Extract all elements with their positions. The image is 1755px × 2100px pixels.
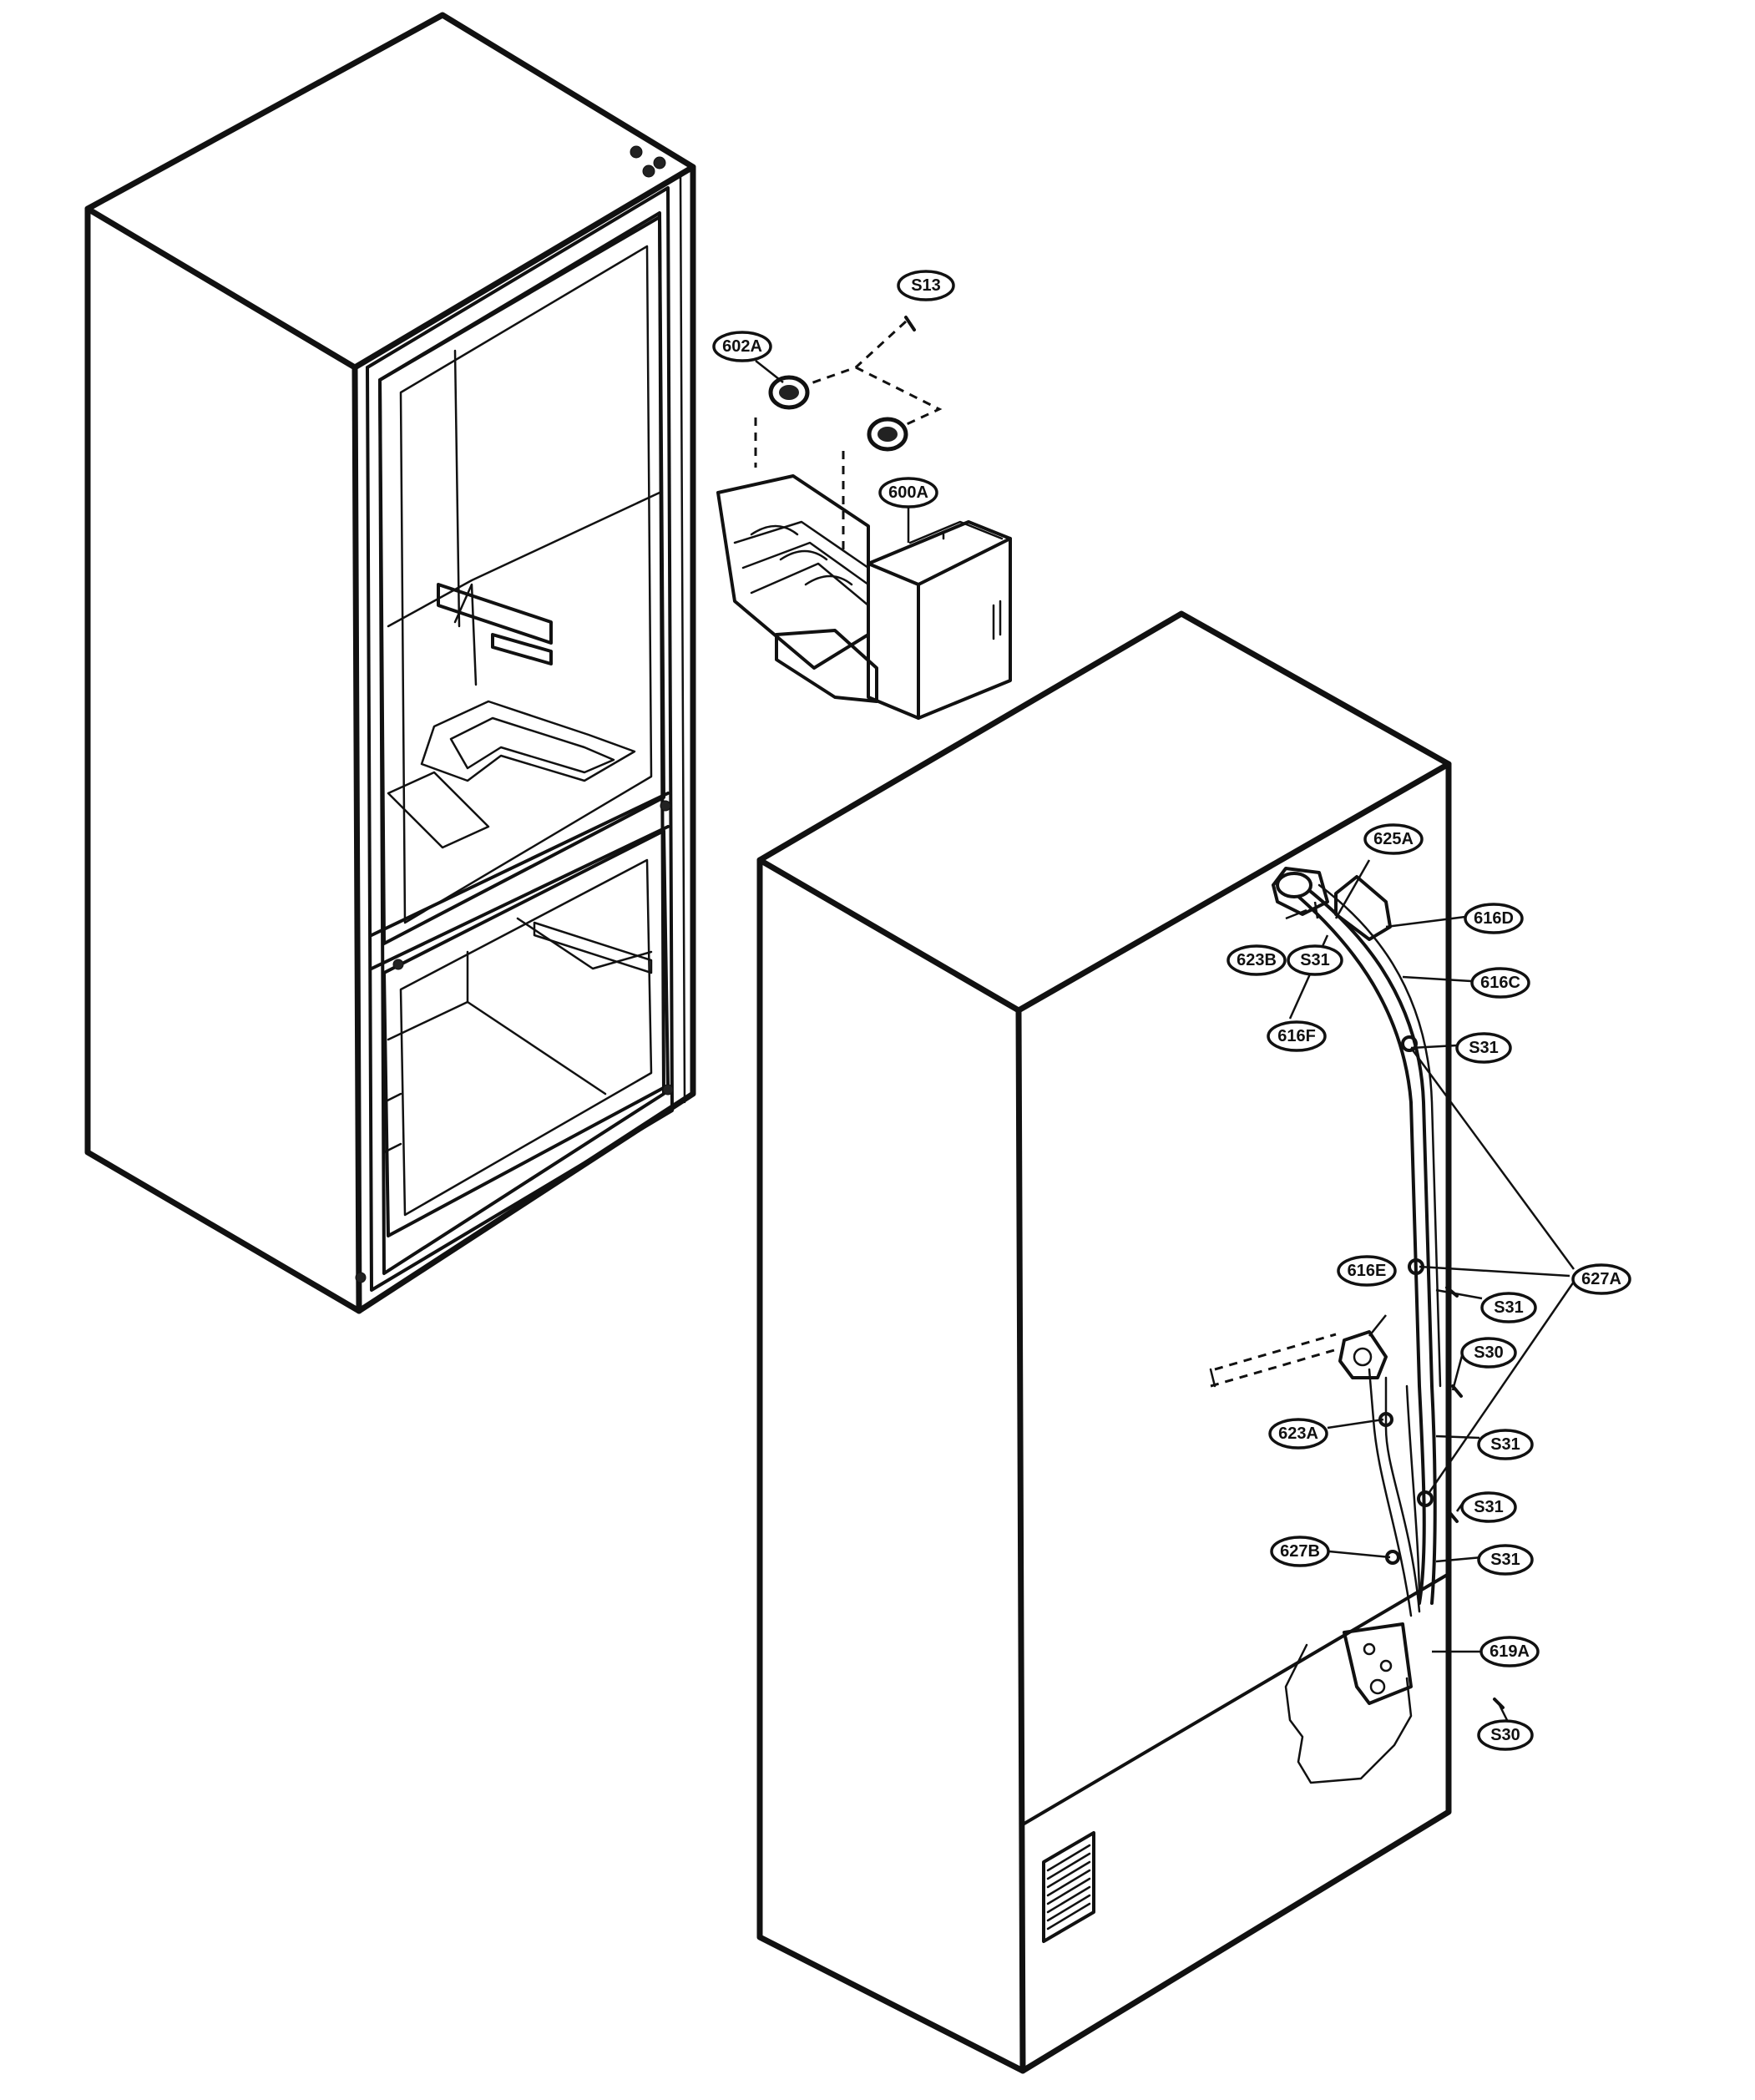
- callout-label: 616F: [1277, 1027, 1316, 1045]
- callout-616E: 616E: [1337, 1255, 1397, 1287]
- callout-627B: 627B: [1270, 1536, 1330, 1567]
- callout-label: S31: [1490, 1551, 1520, 1569]
- callout-label: S31: [1490, 1435, 1520, 1454]
- callout-600A: 600A: [878, 477, 938, 509]
- callout-S31: S31: [1455, 1032, 1512, 1064]
- callout-label: 627A: [1581, 1270, 1621, 1288]
- callout-label: 623B: [1237, 951, 1277, 969]
- callout-label: 623A: [1278, 1424, 1318, 1443]
- callout-label: 627B: [1280, 1542, 1320, 1561]
- callout-label: S31: [1300, 951, 1330, 969]
- screw-dots: [355, 145, 674, 1283]
- bushing: [768, 375, 810, 410]
- vent-grille: [1042, 1831, 1095, 1943]
- callout-627A: 627A: [1571, 1263, 1631, 1295]
- callout-label: 616D: [1474, 909, 1514, 928]
- callout-623A: 623A: [1268, 1418, 1328, 1450]
- bushing: [867, 417, 908, 452]
- cabinet-rear: [756, 610, 1505, 2074]
- callout-S31: S31: [1477, 1429, 1534, 1460]
- inlet-fitting: [1272, 867, 1329, 916]
- callout-616D: 616D: [1464, 903, 1524, 934]
- callout-label: 625A: [1373, 830, 1414, 848]
- callout-625A: 625A: [1363, 823, 1424, 855]
- callout-label: 616C: [1480, 974, 1520, 992]
- callout-S31: S31: [1287, 944, 1343, 976]
- callout-S31: S31: [1480, 1292, 1537, 1323]
- callout-label: S13: [911, 276, 941, 295]
- callout-label: 616E: [1348, 1262, 1387, 1280]
- callout-619A: 619A: [1479, 1636, 1540, 1667]
- callout-label: S31: [1474, 1498, 1504, 1516]
- callout-602A: 602A: [712, 331, 772, 362]
- callout-label: 602A: [722, 337, 762, 356]
- callout-616C: 616C: [1470, 967, 1530, 999]
- cabinet-front: [84, 12, 696, 1314]
- callout-label: 600A: [888, 483, 928, 502]
- callout-label: S30: [1490, 1726, 1520, 1744]
- callout-S30: S30: [1460, 1337, 1517, 1369]
- callout-S30: S30: [1477, 1719, 1534, 1751]
- callout-label: S31: [1469, 1039, 1499, 1057]
- callout-623B: 623B: [1226, 944, 1287, 976]
- callout-label: S30: [1474, 1343, 1504, 1362]
- callout-S13: S13: [897, 270, 955, 301]
- callout-label: 619A: [1489, 1642, 1530, 1661]
- callout-S31: S31: [1477, 1544, 1534, 1576]
- callout-616F: 616F: [1267, 1020, 1327, 1052]
- ice-maker-assembly: [716, 316, 1012, 720]
- callout-label: S31: [1494, 1298, 1524, 1317]
- callout-S31: S31: [1460, 1491, 1517, 1523]
